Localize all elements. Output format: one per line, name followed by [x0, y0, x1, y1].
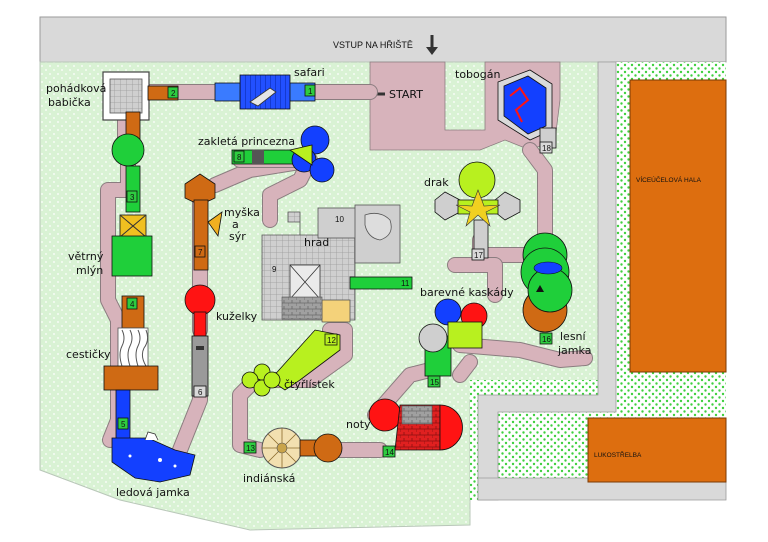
station-number-12: 12 [327, 336, 336, 345]
hole-pohadkova-babicka[interactable] [102, 71, 179, 167]
label-ctyrlistek: čtyřlístek [284, 378, 335, 391]
down-arrow-icon [426, 35, 438, 55]
hole-barevne-kaskady[interactable] [418, 298, 488, 377]
station-number-7-box [194, 245, 206, 258]
station-number-1: 1 [308, 87, 313, 96]
label-babicka: babička [48, 96, 91, 109]
station-number-6: 6 [198, 388, 203, 397]
station-number-8-box [233, 150, 245, 163]
label-tobogan: tobogán [455, 68, 500, 81]
station-number-12-box [324, 333, 338, 346]
label-kuzelky: kuželky [216, 310, 258, 323]
station-number-2-box [167, 86, 179, 99]
station-number-3: 3 [130, 193, 135, 202]
hole-lesni-jamka[interactable] [520, 232, 573, 333]
station-number-6-box [193, 385, 207, 398]
hole-cesticky[interactable] [103, 295, 159, 391]
hall-label: VÍCEÚČELOVÁ HALA [636, 175, 702, 184]
hole-safari[interactable] [214, 74, 316, 110]
station-number-8: 8 [237, 153, 242, 162]
label-mlyn: mlýn [76, 264, 103, 277]
station-number-4-box [126, 297, 138, 310]
label-lesni: lesní [560, 330, 587, 343]
station-number-3-box [126, 190, 138, 203]
station-number-4: 4 [130, 300, 135, 309]
castle-number-10: 10 [335, 215, 344, 224]
archery-label: LUKOSTŘELBA [594, 450, 642, 459]
start-label: START [389, 88, 423, 101]
entrance-road [39, 16, 727, 63]
label-syr: sýr [229, 230, 246, 243]
label-pohadkova: pohádková [46, 82, 106, 95]
station-number-15-box [427, 375, 441, 388]
station-number-18-box [539, 141, 553, 154]
station-number-14: 14 [385, 448, 394, 457]
label-cesticky: cestičky [66, 348, 111, 361]
hole-tobogan[interactable] [497, 69, 557, 149]
station-number-7: 7 [198, 248, 203, 257]
castle-number-9: 9 [272, 265, 277, 274]
station-number-2: 2 [171, 89, 176, 98]
station-number-16-box [539, 332, 553, 345]
station-number-5: 5 [121, 420, 126, 429]
label-vetrny: větrný [68, 250, 104, 263]
label-safari: safari [294, 66, 325, 79]
castle[interactable] [261, 204, 413, 323]
label-ledova: ledová jamka [116, 486, 190, 499]
hole-kuzelky[interactable] [184, 284, 216, 397]
hole-drak[interactable] [434, 161, 521, 259]
hole-zakleta-princezna[interactable] [231, 125, 335, 183]
station-number-13-box [243, 441, 257, 454]
label-myska: myška [224, 206, 260, 219]
hole-ctyrlistek[interactable] [241, 329, 341, 397]
label-jamka: jamka [557, 344, 591, 357]
station-number-14-box [382, 445, 396, 458]
hole-indianska[interactable] [261, 427, 343, 469]
label-a: a [232, 218, 239, 231]
label-noty: noty [346, 418, 371, 431]
castle-number-11: 11 [401, 279, 410, 288]
station-number-17-box [471, 248, 485, 261]
station-number-15: 15 [430, 378, 439, 387]
station-number-1-box [304, 84, 316, 97]
entrance-label: VSTUP NA HŘIŠTĚ [333, 40, 413, 50]
station-number-5-box [117, 417, 129, 430]
multipurpose-hall [629, 79, 727, 373]
station-number-16: 16 [542, 335, 551, 344]
label-hrad: hrad [304, 236, 329, 249]
station-number-13: 13 [246, 444, 255, 453]
archery-building [587, 417, 727, 483]
label-drak: drak [424, 176, 449, 189]
label-barevne: barevné kaskády [420, 286, 514, 299]
label-zakleta: zakletá princezna [198, 135, 295, 148]
hole-noty[interactable] [368, 398, 463, 451]
station-number-18: 18 [542, 144, 551, 153]
label-indianska: indiánská [243, 472, 295, 485]
station-number-17: 17 [474, 251, 483, 260]
